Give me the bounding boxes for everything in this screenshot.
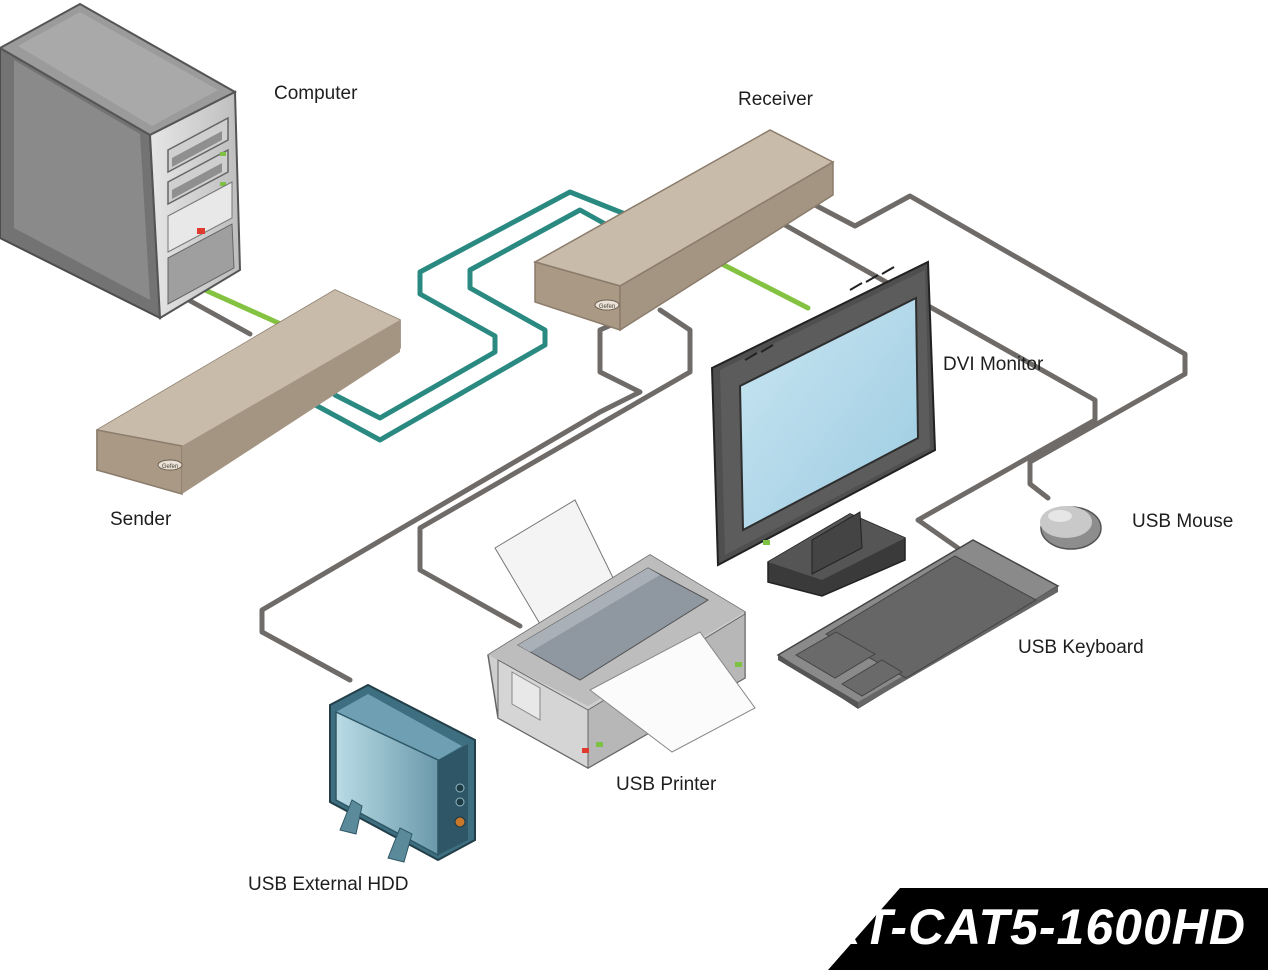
usb-mouse-label: USB Mouse bbox=[1132, 511, 1234, 532]
dvi-monitor bbox=[710, 260, 937, 597]
computer-tower bbox=[0, 2, 242, 320]
usb-cable-keyboard bbox=[782, 222, 1098, 551]
usb-printer-label: USB Printer bbox=[616, 774, 717, 795]
model-name: EXT-CAT5-1600HD bbox=[792, 899, 1246, 955]
dvi-cable-receiver-monitor bbox=[715, 259, 811, 311]
usb-external-hdd-label: USB External HDD bbox=[248, 874, 409, 895]
dvi-cables bbox=[202, 259, 811, 329]
receiver-unit: Gefen bbox=[533, 129, 835, 332]
computer-label: Computer bbox=[274, 83, 358, 104]
usb-cable-mouse bbox=[812, 193, 1188, 501]
receiver-label: Receiver bbox=[738, 89, 813, 110]
usb-external-hdd bbox=[329, 683, 476, 863]
usb-cable-printer bbox=[417, 307, 693, 629]
sender-unit: Gefen bbox=[96, 289, 401, 495]
model-banner bbox=[828, 888, 1268, 970]
usb-cable-computer-sender bbox=[182, 295, 253, 337]
dvi-monitor-label: DVI Monitor bbox=[943, 354, 1044, 375]
usb-printer bbox=[487, 499, 756, 769]
cat5-cable-1 bbox=[307, 207, 628, 443]
sender-brand-logo: Gefen bbox=[162, 464, 178, 470]
receiver-brand-logo: Gefen bbox=[599, 304, 615, 310]
usb-cable-hdd bbox=[259, 309, 643, 683]
usb-keyboard bbox=[776, 539, 1060, 709]
cat5-cable-2 bbox=[332, 189, 628, 421]
usb-cables bbox=[182, 193, 1188, 683]
usb-mouse bbox=[1040, 506, 1102, 550]
dvi-cable-computer-sender bbox=[202, 287, 288, 329]
sender-label: Sender bbox=[110, 509, 172, 530]
usb-keyboard-label: USB Keyboard bbox=[1018, 637, 1144, 658]
cat5-cables bbox=[307, 189, 628, 443]
